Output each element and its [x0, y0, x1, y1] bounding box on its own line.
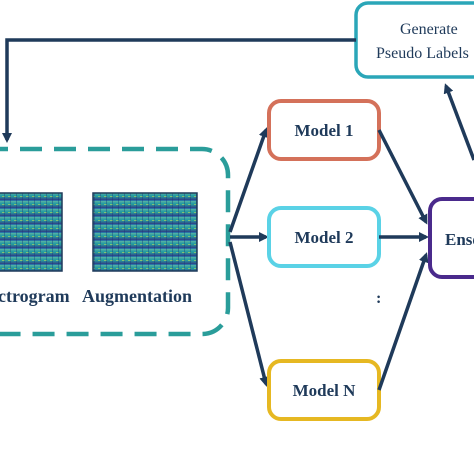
- generate-pseudo-labels-box: [354, 1, 474, 79]
- generate-label-line1: Generate: [400, 21, 458, 38]
- input-to-modeln-arrow: [228, 241, 270, 387]
- spectrogram-label: Spectrogram: [0, 286, 70, 306]
- feedback-arrow: [2, 38, 356, 143]
- input-group-dashed-box: [0, 146, 231, 337]
- augmentation-label: Augmentation: [82, 286, 192, 306]
- model-n-label: Model N: [293, 381, 357, 400]
- spectrogram-image: [0, 192, 63, 272]
- ensemble-to-generate-arrow: [443, 83, 474, 161]
- model1-to-ensemble-arrow: [377, 129, 428, 225]
- ensemble-label: Ensemble: [445, 230, 474, 249]
- modeln-to-ensemble-arrow: [377, 252, 429, 391]
- model-ellipsis: :: [376, 290, 381, 307]
- model-1-label: Model 1: [294, 121, 353, 140]
- generate-label-line2: Pseudo Labels: [376, 45, 469, 62]
- ensemble-box: [428, 197, 474, 279]
- augmentation-image: [92, 192, 198, 272]
- input-to-model1-arrow: [228, 127, 269, 233]
- model-2-label: Model 2: [294, 228, 353, 247]
